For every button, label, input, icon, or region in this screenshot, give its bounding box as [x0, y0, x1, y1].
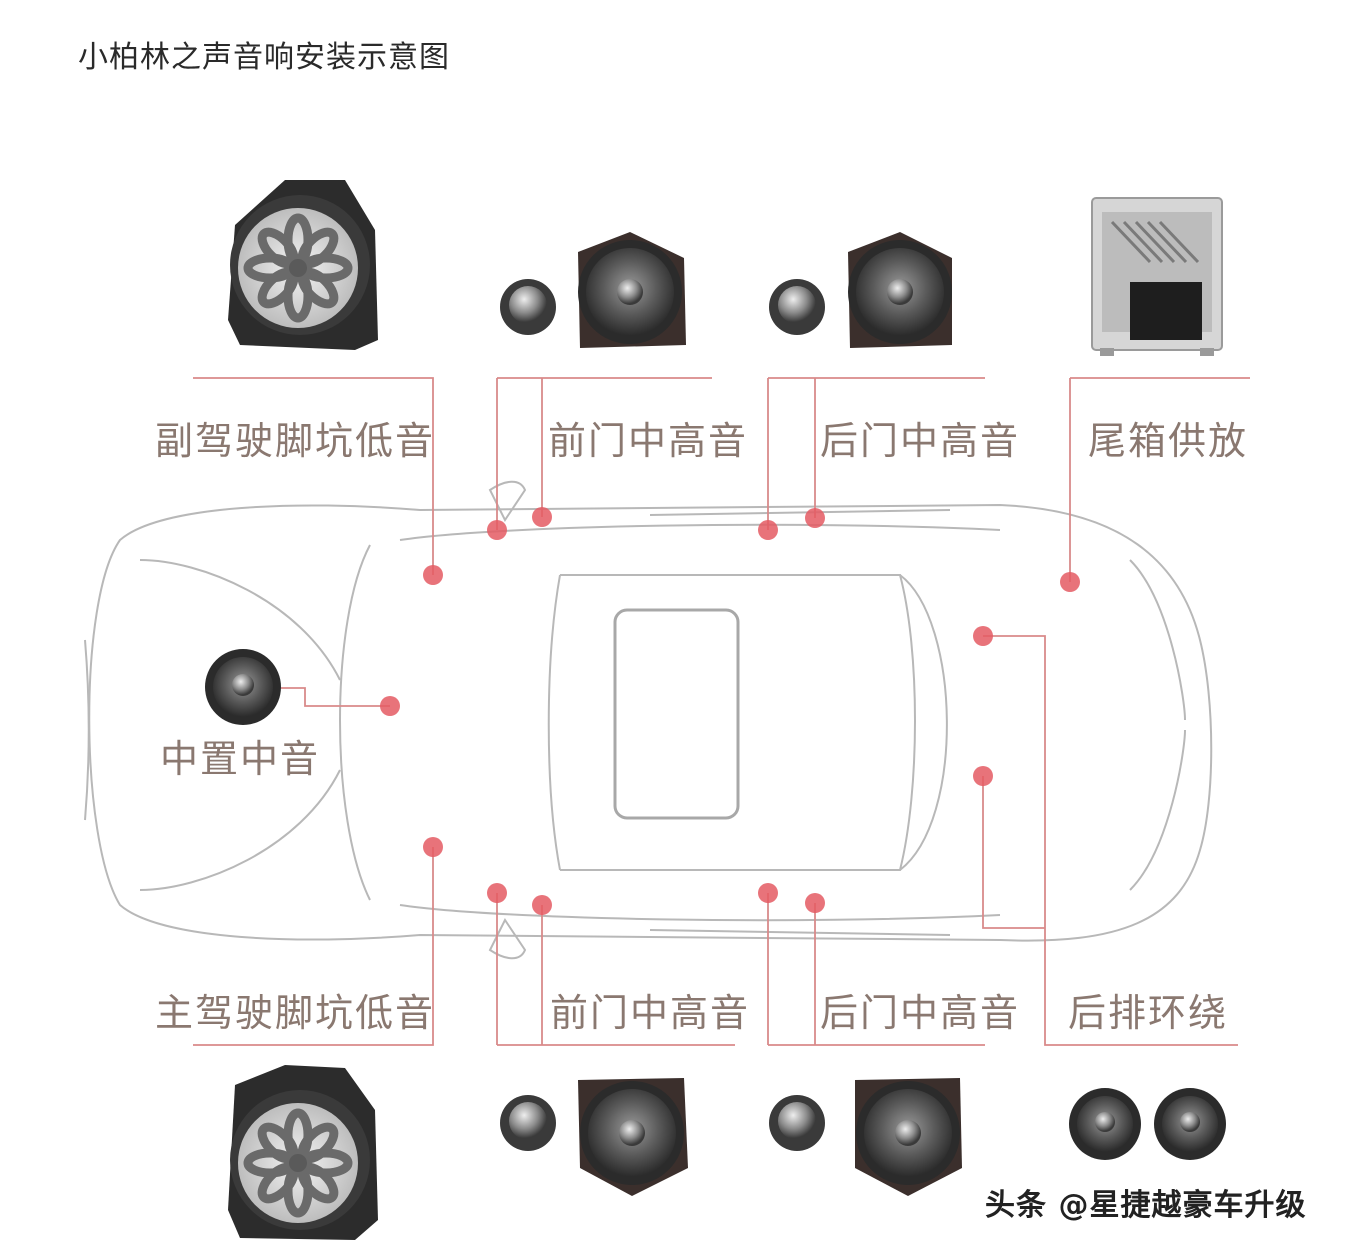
leader-lines — [193, 377, 1250, 1046]
subwoofer-image-top — [228, 180, 378, 350]
marker-rear-door-mid-left — [805, 893, 825, 913]
center-speaker-image — [205, 649, 281, 725]
speaker-markers — [380, 507, 1080, 915]
subwoofer-image-bottom — [228, 1065, 378, 1240]
label-rear-door-bottom: 后门中高音 — [820, 991, 1021, 1035]
marker-front-door-tweeter-left — [487, 883, 507, 903]
marker-center — [380, 696, 400, 716]
marker-front-door-mid-right — [532, 507, 552, 527]
label-rear-door-top: 后门中高音 — [820, 419, 1021, 463]
front-door-speakers-image-top — [500, 232, 686, 348]
marker-rear-surround-right — [973, 626, 993, 646]
marker-rear-surround-left — [973, 766, 993, 786]
marker-rear-door-tweeter-left — [758, 883, 778, 903]
sunroof — [613, 608, 740, 820]
label-trunk-amp: 尾箱供放 — [1088, 419, 1249, 463]
car-outline — [84, 480, 1213, 960]
diagram-title: 小柏林之声音响安装示意图 — [78, 40, 450, 75]
marker-rear-door-mid-right — [805, 508, 825, 528]
label-rear-surround: 后排环绕 — [1068, 991, 1229, 1035]
rear-surround-speakers-image — [1069, 1088, 1226, 1160]
marker-passenger-footwell — [423, 565, 443, 585]
marker-front-door-tweeter-right — [487, 520, 507, 540]
label-passenger-footwell-bass: 副驾驶脚坑低音 — [155, 419, 436, 463]
watermark: 头条 @星捷越豪车升级 — [985, 1188, 1307, 1223]
amplifier-image — [1091, 197, 1223, 356]
marker-driver-footwell — [423, 837, 443, 857]
label-front-door-bottom: 前门中高音 — [550, 991, 751, 1035]
rear-door-speakers-image-bottom — [769, 1078, 962, 1196]
marker-front-door-mid-left — [532, 895, 552, 915]
label-front-door-top: 前门中高音 — [548, 419, 749, 463]
marker-trunk-amp — [1060, 572, 1080, 592]
front-door-speakers-image-bottom — [500, 1078, 688, 1196]
marker-rear-door-tweeter-right — [758, 520, 778, 540]
rear-door-speakers-image-top — [769, 232, 952, 348]
label-driver-footwell-bass: 主驾驶脚坑低音 — [155, 991, 436, 1035]
label-center-mid: 中置中音 — [160, 737, 321, 781]
